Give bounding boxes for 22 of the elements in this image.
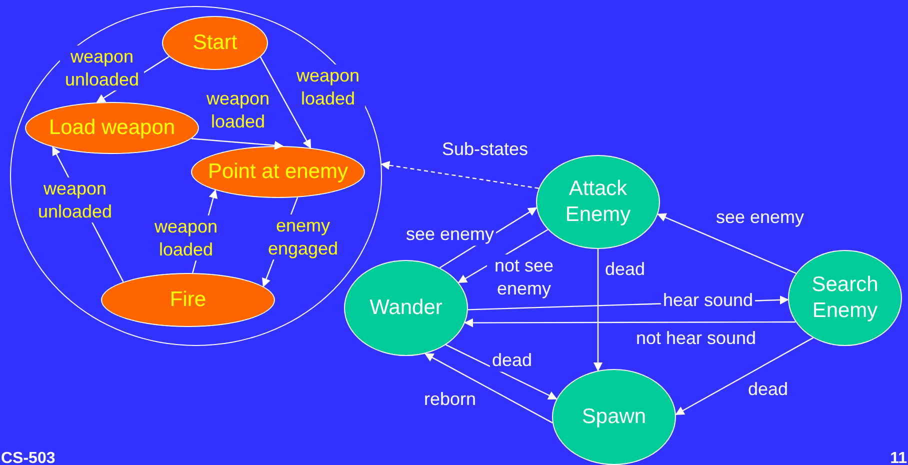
arrow [594, 249, 602, 372]
arrow [464, 318, 796, 328]
state-name: Search Enemy [810, 272, 880, 324]
page-number: 11 [890, 450, 907, 465]
arrow [424, 353, 553, 424]
state-name: Load weapon [48, 114, 176, 141]
state-name: Point at enemy [208, 158, 348, 185]
arrow [191, 138, 284, 150]
state-name: Attack Enemy [564, 176, 632, 228]
edge-label: weapon unloaded [60, 46, 144, 90]
state-ellipse [162, 16, 268, 70]
state-name: Start [192, 30, 238, 56]
arrow [657, 213, 796, 274]
course-code: CS-503 [1, 450, 56, 465]
state-name: Fire [170, 286, 206, 313]
state-name: Spawn [582, 404, 646, 430]
arrow [446, 344, 558, 400]
arrow [675, 337, 814, 416]
arrow [260, 56, 312, 149]
state-ellipse [25, 102, 199, 154]
state-name: Wander [370, 294, 442, 321]
dashed-arrow [380, 160, 539, 189]
